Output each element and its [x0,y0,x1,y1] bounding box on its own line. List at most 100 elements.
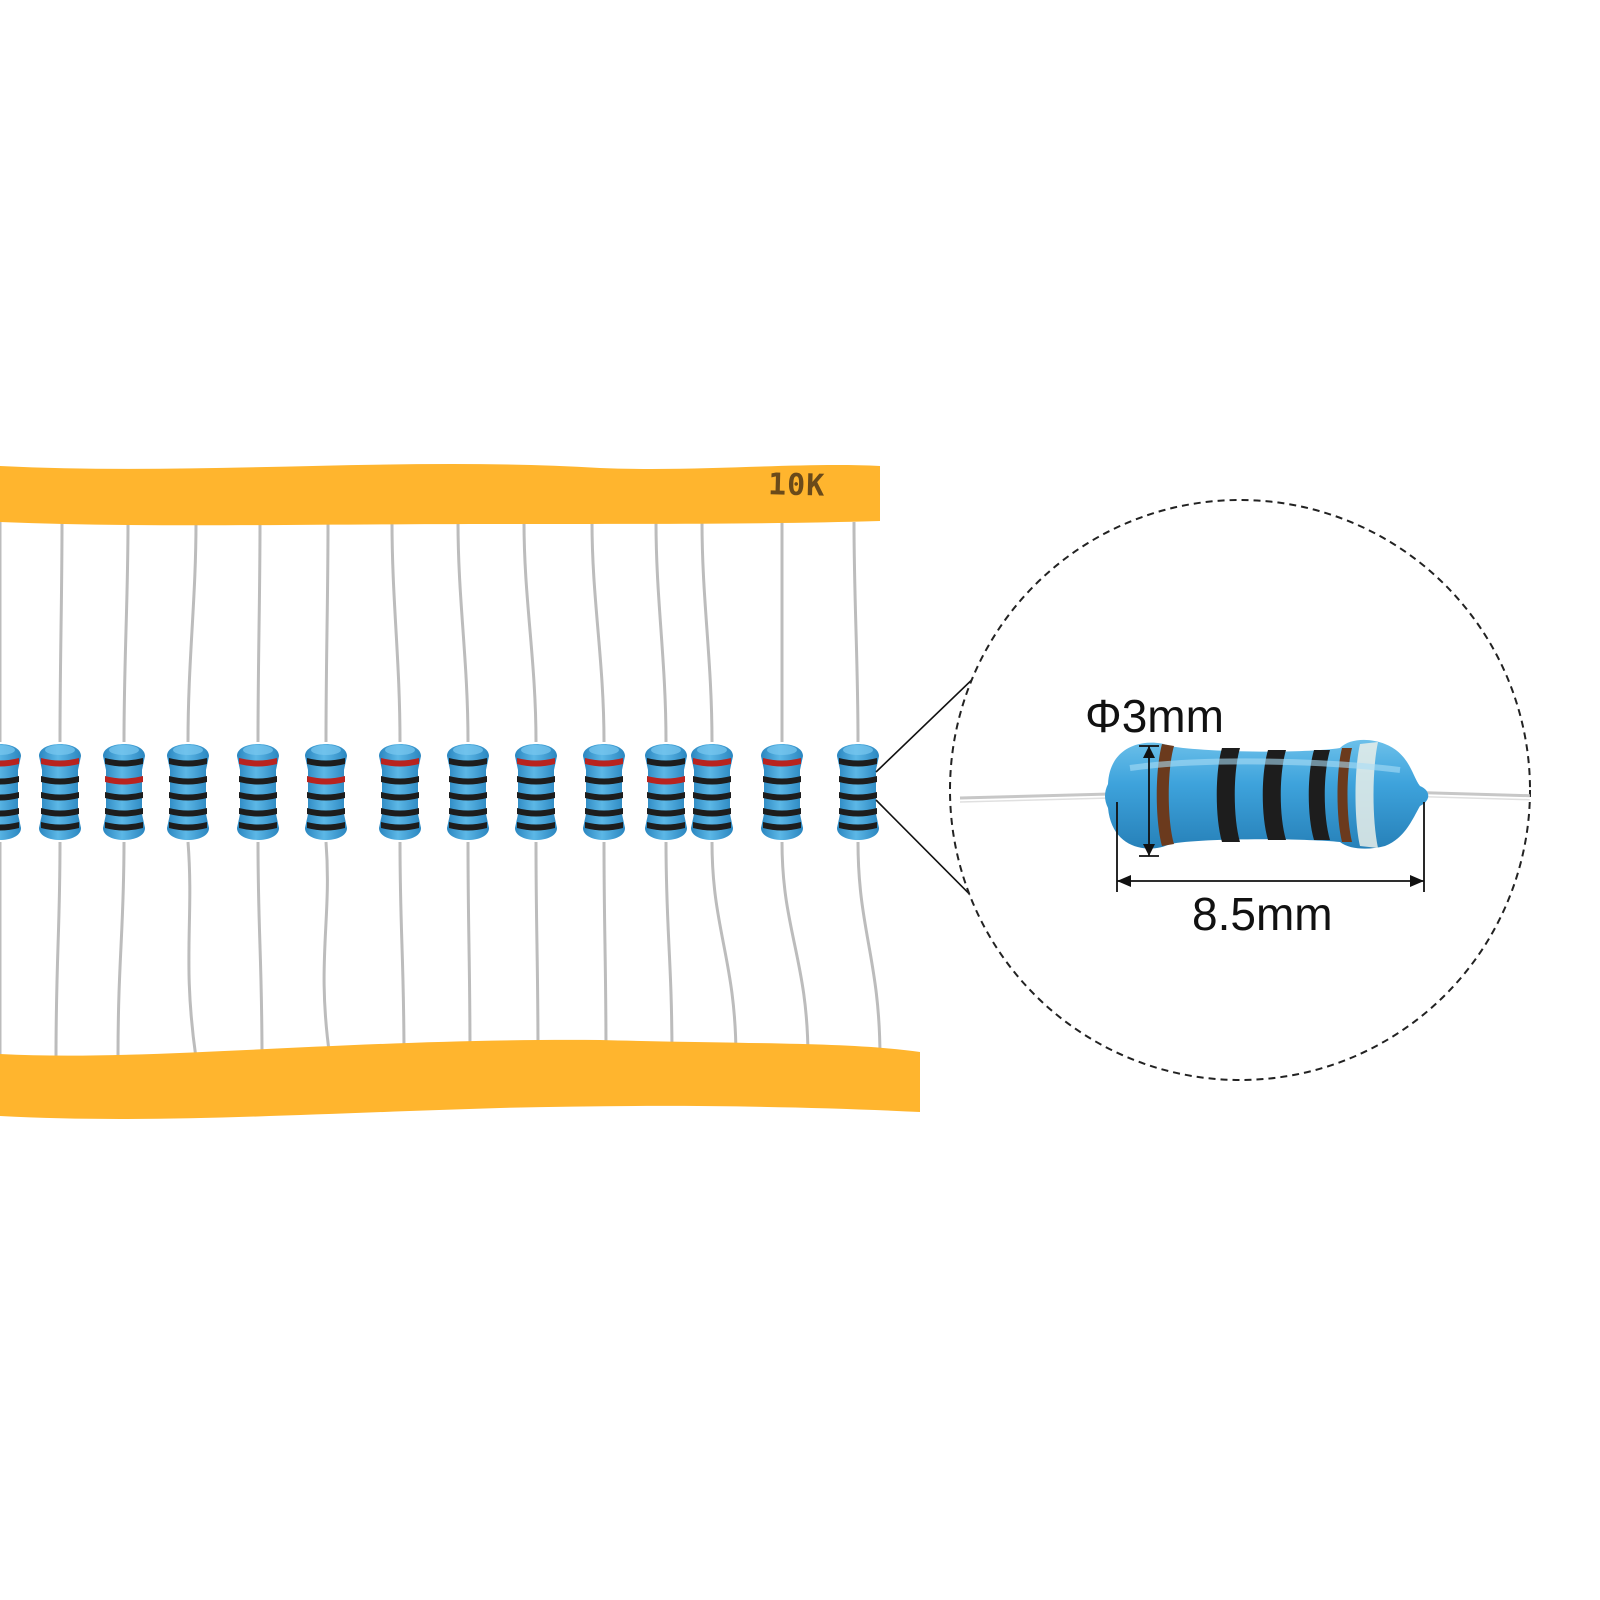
resistor-lead-bottom [602,841,608,1059]
resistor-band [585,808,623,817]
tape-value-label: 10K [768,467,826,503]
resistor-band [449,792,487,801]
resistor-highlight [767,745,797,755]
resistor-band [381,792,419,801]
resistor-body [167,744,209,840]
resistor-band [0,808,19,817]
resistor-band [449,758,487,767]
resistor-band [763,792,801,801]
resistor-lead-bottom [398,841,406,1059]
resistor-lead-bottom [116,841,126,1059]
resistor-band [839,758,877,767]
resistor-highlight [651,745,681,755]
resistor [305,744,347,840]
resistor-lead-top [852,521,860,743]
top-tape [0,464,880,526]
resistor-band [381,822,419,831]
resistor-lead-bottom [54,841,62,1059]
resistor-highlight [521,745,551,755]
resistor-band [517,758,555,767]
resistor-band [381,776,419,785]
resistor-lead-top [390,521,402,743]
resistor-band [239,822,277,831]
resistor-band [647,808,685,817]
resistor-band [585,776,623,785]
resistor-lead-bottom [256,841,264,1059]
resistor-body [645,744,687,840]
resistor [103,744,145,840]
resistor-leads [0,521,882,1059]
resistor-lead-top [58,521,64,743]
resistor-body [583,744,625,840]
resistor-band [647,776,685,785]
resistor-body [103,744,145,840]
resistor-band [449,822,487,831]
resistor-band [105,758,143,767]
resistor-band [449,776,487,785]
resistor-highlight [173,745,203,755]
resistor-band [517,792,555,801]
resistor [39,744,81,840]
resistor-band [449,808,487,817]
resistor-band [585,758,623,767]
resistor-band [517,808,555,817]
resistor-band [763,776,801,785]
resistor-band [41,776,79,785]
resistor [447,744,489,840]
resistor-highlight [843,745,873,755]
resistor-band [105,776,143,785]
resistor-bodies [0,744,879,840]
resistor-lead-bottom [534,841,540,1059]
resistor-band [585,792,623,801]
resistor-band [169,792,207,801]
resistor-highlight [311,745,341,755]
resistor-band [693,758,731,767]
resistor-band [839,822,877,831]
resistor-lead-top [122,521,130,743]
resistor-band [105,808,143,817]
resistor-lead-bottom [780,841,810,1059]
resistor-body [761,744,803,840]
resistor-band [693,776,731,785]
resistor-band [239,758,277,767]
resistor-lead-top [590,521,606,743]
resistor-band [517,822,555,831]
resistor-band [41,808,79,817]
resistor-lead-bottom [322,841,332,1059]
resistor-highlight [0,745,15,755]
resistor [583,744,625,840]
resistor-lead-top [186,521,198,743]
resistor-lead-bottom [186,841,198,1059]
resistor-band [307,758,345,767]
resistor-lead-top [700,521,714,743]
resistor-band [0,776,19,785]
resistor-highlight [243,745,273,755]
resistor-band [693,792,731,801]
resistor-band [763,758,801,767]
resistor-band [169,776,207,785]
zoomed-resistor [959,739,1530,849]
resistor-lead-bottom [856,841,882,1059]
resistor-band [307,792,345,801]
resistor [691,744,733,840]
bottom-tape [0,1039,920,1119]
resistor-band [839,808,877,817]
resistor-body [515,744,557,840]
resistor-band [763,808,801,817]
resistor-body [39,744,81,840]
resistor-lead-bottom [664,841,674,1059]
resistor [515,744,557,840]
resistor-band [307,822,345,831]
resistor-band [239,792,277,801]
resistor-band [381,758,419,767]
resistor-band [693,808,731,817]
resistor-band [839,792,877,801]
resistor-lead-top [324,521,330,743]
length-label: 8.5mm [1192,888,1333,940]
resistor-body [379,744,421,840]
resistor-band [105,822,143,831]
resistor-band [169,808,207,817]
resistor-highlight [45,745,75,755]
resistor-highlight [109,745,139,755]
